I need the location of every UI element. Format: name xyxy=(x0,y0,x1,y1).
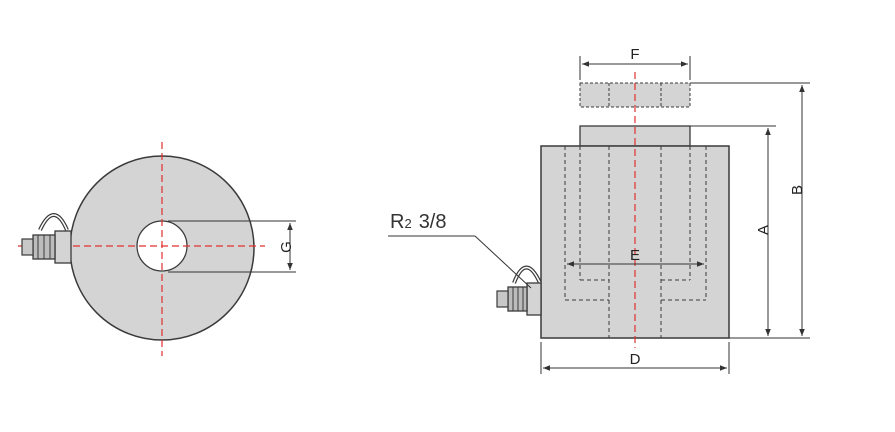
b-label: B xyxy=(789,185,806,195)
hidden-internals xyxy=(564,146,707,338)
f-label: F xyxy=(630,46,639,63)
a-label: A xyxy=(755,225,772,235)
e-label: E xyxy=(630,247,640,264)
port-leader-diagonal xyxy=(474,235,532,289)
top-view: G xyxy=(18,142,296,356)
coupler-side-icon xyxy=(21,213,72,264)
d-label: D xyxy=(630,351,641,368)
coupler-body-icon xyxy=(496,265,542,316)
g-label: G xyxy=(278,241,295,253)
